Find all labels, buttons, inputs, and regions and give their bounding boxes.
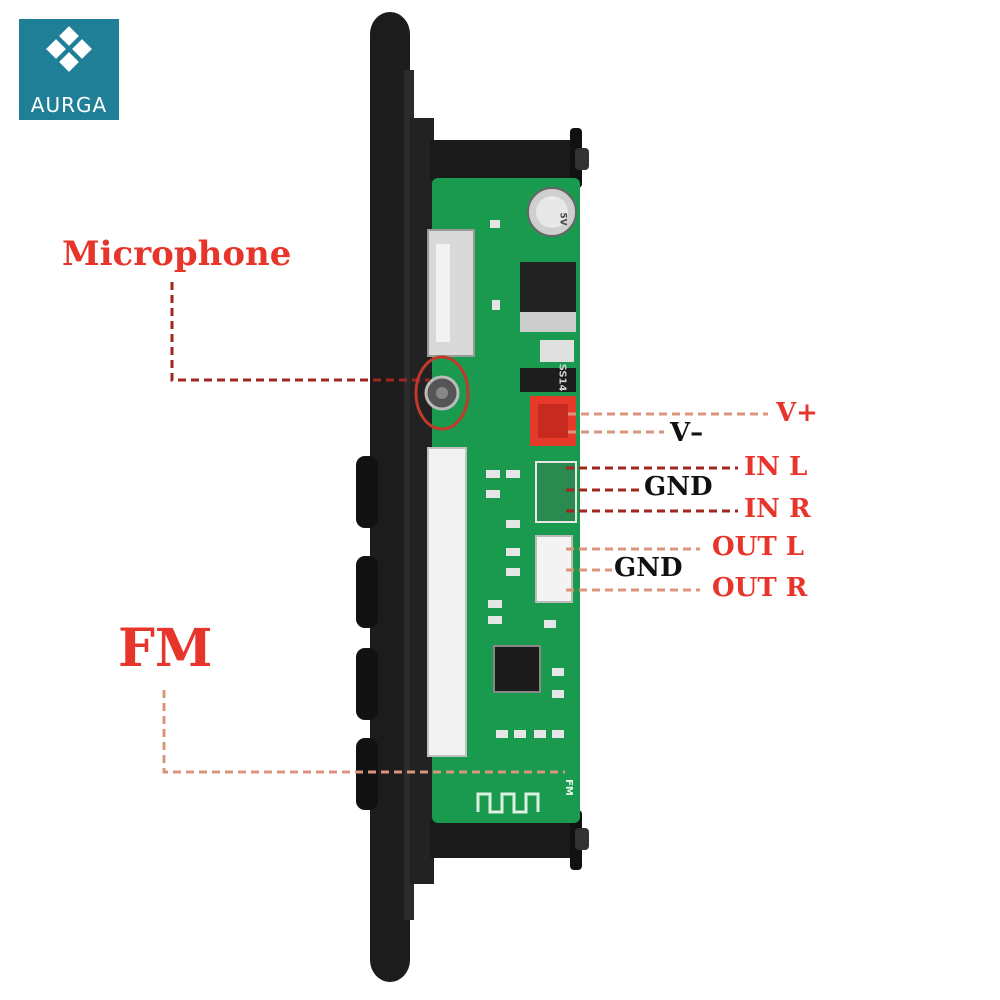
side-button [356, 556, 378, 628]
pin-label-v-minus: V– [670, 418, 704, 448]
brand-name: AURGA [30, 93, 108, 117]
pin-label-v-plus: V+ [776, 398, 818, 428]
pin-label-gnd-in: GND [644, 472, 713, 502]
pin-label-in-l: IN L [744, 452, 808, 482]
pin-label-out-r: OUT R [712, 573, 808, 603]
display-ribbon [427, 447, 467, 757]
brand-logo: AURGA [19, 19, 119, 120]
front-panel [356, 12, 434, 982]
pin-label-gnd-out: GND [614, 553, 683, 583]
usb-port [427, 229, 475, 357]
pin-label-out-l: OUT L [712, 532, 805, 562]
main-chip [493, 645, 541, 693]
microphone-label: Microphone [62, 234, 292, 274]
side-button [356, 456, 378, 528]
fm-silkscreen: FM [562, 779, 574, 796]
fm-label: FM [118, 618, 213, 679]
callout-lines [162, 282, 768, 774]
pin-label-in-r: IN R [744, 494, 811, 524]
diamond-grid-icon [46, 26, 92, 72]
diode [520, 368, 576, 392]
mount-brackets [430, 128, 589, 870]
input-connector [535, 461, 577, 523]
side-button [356, 738, 378, 810]
diode-marking: SS14 [556, 363, 568, 392]
antenna-trace [476, 792, 540, 814]
pcb-board [424, 178, 580, 823]
capacitor-marking: 5V [557, 212, 568, 226]
side-button [356, 648, 378, 720]
